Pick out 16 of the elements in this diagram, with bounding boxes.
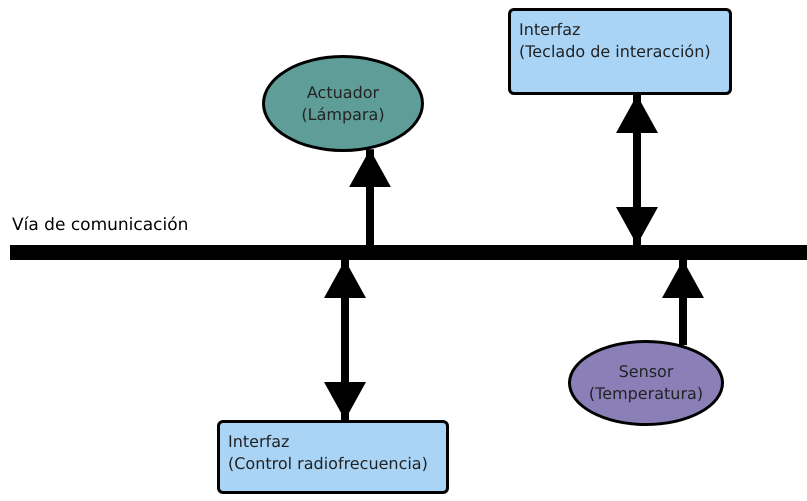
interface-box	[508, 8, 732, 95]
communication-bus-bar	[10, 245, 807, 260]
node-title: Sensor	[618, 361, 674, 383]
node-title: Interfaz	[228, 431, 290, 453]
double-arrow	[616, 95, 658, 245]
double-arrow	[349, 149, 391, 245]
node-subtitle: (Temperatura)	[588, 383, 704, 405]
bus-label: Vía de comunicación	[12, 214, 188, 237]
node-title: Actuador	[306, 82, 380, 104]
double-arrow	[662, 260, 704, 346]
node-title: Interfaz	[519, 19, 580, 41]
double-arrow	[324, 260, 366, 420]
interface-box	[217, 420, 449, 494]
node-subtitle: (Teclado de interacción)	[519, 41, 711, 63]
node-subtitle: (Control radiofrecuencia)	[228, 453, 428, 475]
node-subtitle: (Lámpara)	[301, 104, 385, 126]
